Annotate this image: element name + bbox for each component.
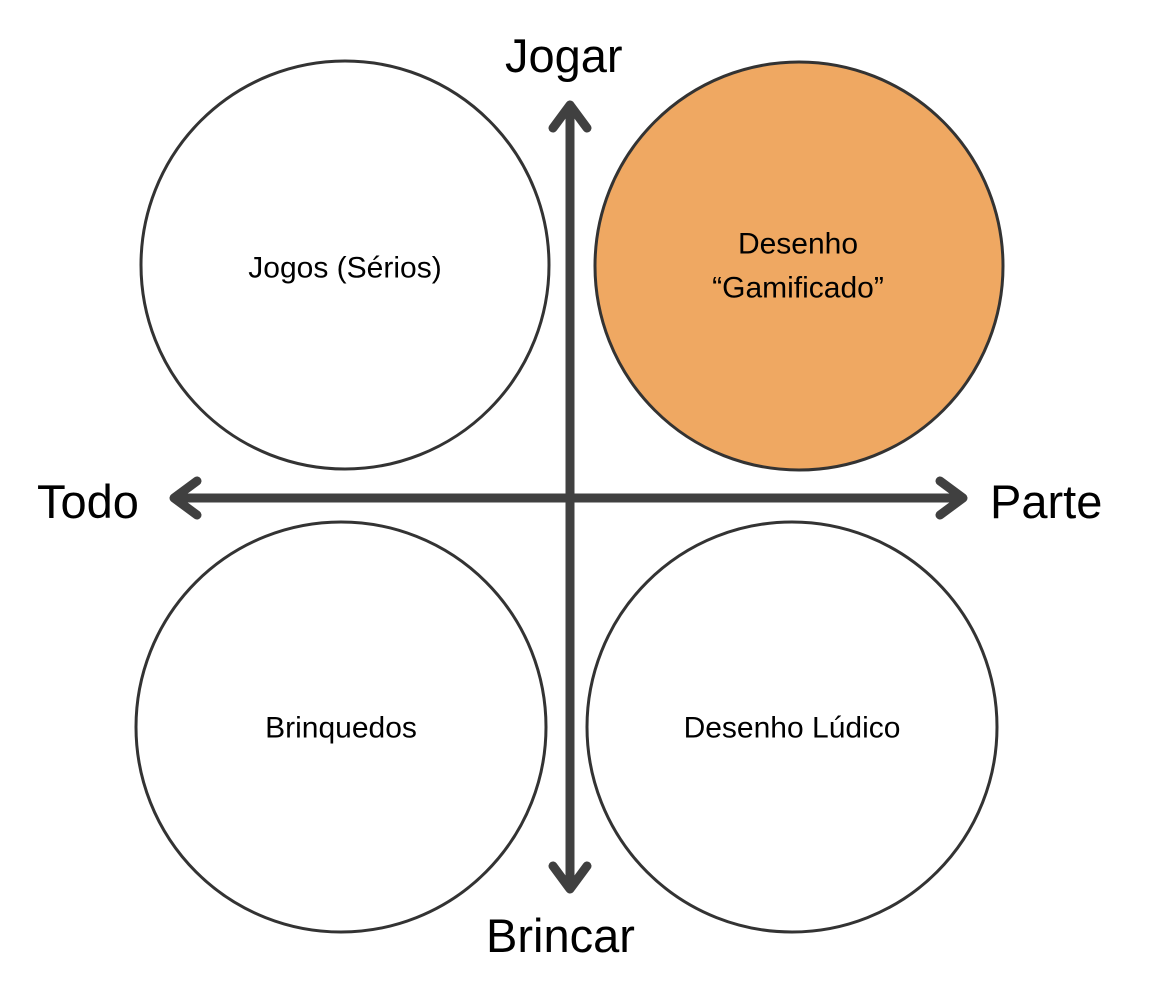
arrow-right-icon — [935, 476, 968, 520]
arrow-left-icon — [169, 476, 202, 520]
quadrant-label-line: Desenho Lúdico — [683, 711, 901, 745]
quadrant-label-top-left: Jogos (Sérios) — [248, 246, 441, 290]
quadrant-label-top-right: Desenho “Gamificado” — [712, 223, 884, 310]
quadrant-label-bottom-right: Desenho Lúdico — [684, 706, 901, 750]
circle-top-right — [593, 60, 1005, 472]
quadrant-label-line: Desenho — [737, 227, 859, 261]
arrow-up-icon — [548, 100, 592, 133]
axis-label-right: Parte — [990, 475, 1103, 528]
circle-bottom-right — [585, 520, 999, 934]
quadrant-label-line: “Gamificado” — [712, 271, 884, 304]
arrow-down-icon — [548, 861, 592, 894]
axis-label-bottom: Brincar — [486, 909, 635, 962]
circle-bottom-left — [134, 520, 548, 934]
axis-label-top: Jogar — [505, 29, 623, 82]
quadrant-label-line: Brinquedos — [265, 711, 417, 745]
axis-label-left: Todo — [37, 475, 139, 528]
circle-top-left — [139, 59, 551, 471]
quadrant-label-line: Jogos (Sérios) — [248, 251, 442, 285]
quadrant-label-bottom-left: Brinquedos — [265, 706, 417, 750]
